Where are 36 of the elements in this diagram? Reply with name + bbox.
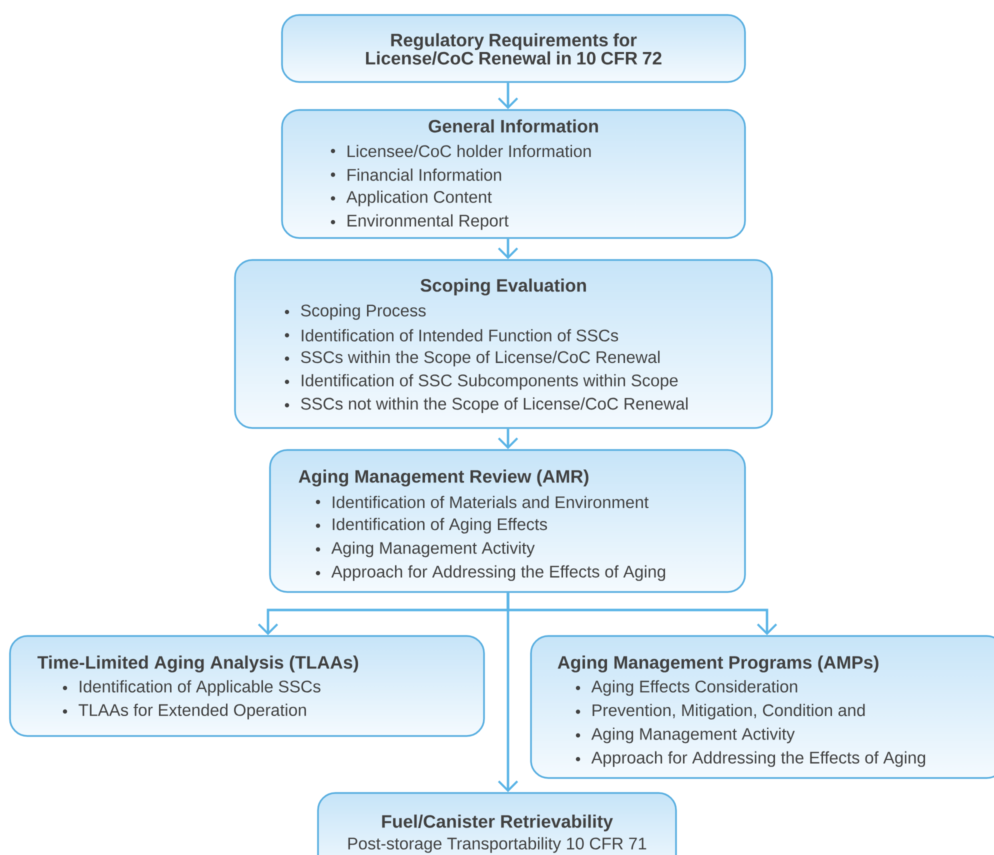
bullet-item: Environmental Report bbox=[330, 214, 509, 230]
heading: General Information bbox=[428, 119, 598, 133]
heading: Time-Limited Aging Analysis (TLAAs) bbox=[37, 656, 358, 672]
bullet-item: Aging Management Activity bbox=[576, 728, 795, 744]
bullet-item: Scoping Process bbox=[284, 304, 426, 320]
arrow bbox=[498, 82, 518, 110]
bullet-item: Licensee/CoC holder Information bbox=[330, 144, 591, 158]
heading: Aging Management Review (AMR) bbox=[298, 470, 588, 486]
process-box bbox=[269, 449, 746, 593]
process-box bbox=[234, 259, 773, 429]
bullet-item: Aging Management Activity bbox=[316, 542, 535, 558]
bullet-item: Identification of Aging Effects bbox=[316, 518, 547, 534]
process-box bbox=[9, 635, 485, 737]
process-box bbox=[281, 14, 746, 83]
bullet-item: Identification of Applicable SSCs bbox=[62, 680, 320, 696]
bullet-item: Prevention, Mitigation, Condition and bbox=[576, 704, 865, 720]
process-box bbox=[317, 792, 677, 855]
bullet-item: Identification of Materials and Environment bbox=[316, 496, 649, 508]
subtitle: Post-storage Transportability 10 CFR 71 bbox=[348, 837, 646, 853]
heading: Regulatory Requirements for License/CoC Renewal in 10 CFR 72 bbox=[366, 33, 662, 65]
process-box bbox=[281, 109, 746, 239]
heading: Aging Management Programs (AMPs) bbox=[558, 656, 878, 672]
bullet-item: SSCs within the Scope of License/CoC Renewal bbox=[284, 350, 660, 366]
bullet-item: Financial Information bbox=[330, 168, 502, 181]
heading: Fuel/Canister Retrievability bbox=[382, 814, 613, 832]
process-box bbox=[530, 635, 994, 779]
heading: Scoping Evaluation bbox=[420, 278, 586, 296]
bullet-item: Aging Effects Consideration bbox=[576, 680, 798, 696]
bullet-item: Application Content bbox=[330, 190, 492, 206]
arrow bbox=[498, 592, 518, 792]
bullet-item: Identification of Intended Function of SSCs bbox=[284, 329, 618, 342]
bullet-item: Identification of SSC Subcomponents within Scope bbox=[284, 374, 678, 390]
bullet-item: SSCs not within the Scope of License/CoC Renewal bbox=[284, 397, 688, 414]
bullet-item: TLAAs for Extended Operation bbox=[62, 704, 306, 720]
bullet-item: Approach for Addressing the Effects of Aging bbox=[316, 565, 666, 581]
bullet-item: Approach for Addressing the Effects of Aging bbox=[576, 751, 926, 767]
